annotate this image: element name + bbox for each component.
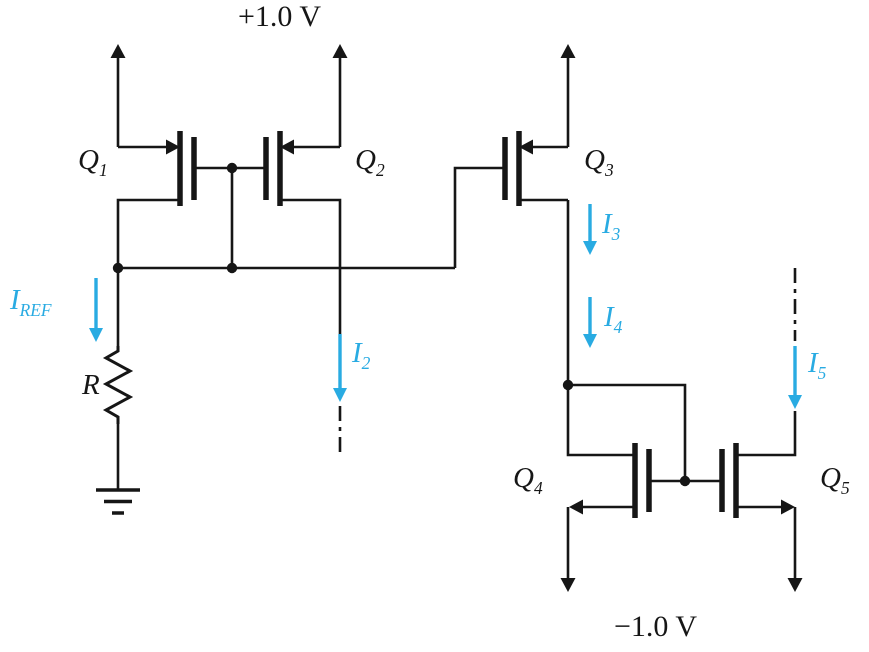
connection-dots xyxy=(112,162,691,487)
current-arrow-i2 xyxy=(333,334,347,402)
label-q2-base: Q xyxy=(355,144,376,176)
label-q5-sub: 5 xyxy=(840,477,850,498)
transistor-q4 xyxy=(560,443,685,592)
down-arrow-icon xyxy=(787,578,803,592)
label-i4-sub: 4 xyxy=(613,316,623,337)
label-q1: Q1 xyxy=(78,144,108,180)
nmos-source-arrow-icon xyxy=(781,499,795,515)
label-q4: Q4 xyxy=(513,462,543,498)
transistor-q3 xyxy=(502,131,635,457)
label-r: R xyxy=(82,369,100,404)
nmos-source-arrow-icon xyxy=(569,499,583,515)
label-q3-sub: 3 xyxy=(604,159,614,180)
mirror-gate-branch xyxy=(568,383,687,481)
pmos-source-arrow-icon xyxy=(519,139,533,155)
current-arrow-i3 xyxy=(583,204,597,255)
label-i4-base: I xyxy=(604,301,614,333)
label-r-base: R xyxy=(82,369,100,401)
current-arrow-i5 xyxy=(788,346,802,409)
up-arrow-icon xyxy=(110,44,126,58)
label-q4-sub: 4 xyxy=(533,477,543,498)
label-q5-base: Q xyxy=(820,462,841,494)
negative-supply-label: −1.0 V xyxy=(614,610,698,643)
current-arrow-iref xyxy=(89,278,103,342)
load-continuation-dashes xyxy=(338,268,797,458)
label-q3: Q3 xyxy=(584,144,614,180)
label-i5-sub: 5 xyxy=(817,362,827,383)
label-q4-base: Q xyxy=(513,462,534,494)
label-i2: I2 xyxy=(352,337,371,373)
gate-bus-wires xyxy=(118,166,505,270)
label-q2-sub: 2 xyxy=(375,159,385,180)
label-i4: I4 xyxy=(604,301,623,337)
reference-branch xyxy=(96,268,140,515)
resistor xyxy=(102,346,134,424)
transistor-q1 xyxy=(116,131,232,268)
pmos-source-arrow-icon xyxy=(166,139,180,155)
label-i5: I5 xyxy=(808,347,827,383)
down-arrow-icon xyxy=(560,578,576,592)
label-q1-base: Q xyxy=(78,144,99,176)
positive-supply-arrows xyxy=(110,44,576,147)
label-q2: Q2 xyxy=(355,144,385,180)
pmos-source-arrow-icon xyxy=(280,139,294,155)
positive-supply-label: +1.0 V xyxy=(238,0,322,33)
up-arrow-icon xyxy=(332,44,348,58)
label-i3: I3 xyxy=(602,208,621,244)
label-q3-base: Q xyxy=(584,144,605,176)
transistor-q2 xyxy=(232,131,342,334)
label-iref: IREF xyxy=(10,284,52,320)
up-arrow-icon xyxy=(560,44,576,58)
label-iref-sub: REF xyxy=(19,299,52,320)
label-i2-base: I xyxy=(352,337,362,369)
ground-icon xyxy=(96,488,140,515)
label-q1-sub: 1 xyxy=(98,159,108,180)
label-i3-sub: 3 xyxy=(611,223,621,244)
current-arrow-i4 xyxy=(583,297,597,348)
current-arrows xyxy=(89,204,802,409)
label-i3-base: I xyxy=(602,208,612,240)
label-iref-base: I xyxy=(10,284,20,316)
label-i5-base: I xyxy=(808,347,818,379)
label-i2-sub: 2 xyxy=(361,352,371,373)
label-q5: Q5 xyxy=(820,462,850,498)
transistor-q5 xyxy=(685,411,803,592)
